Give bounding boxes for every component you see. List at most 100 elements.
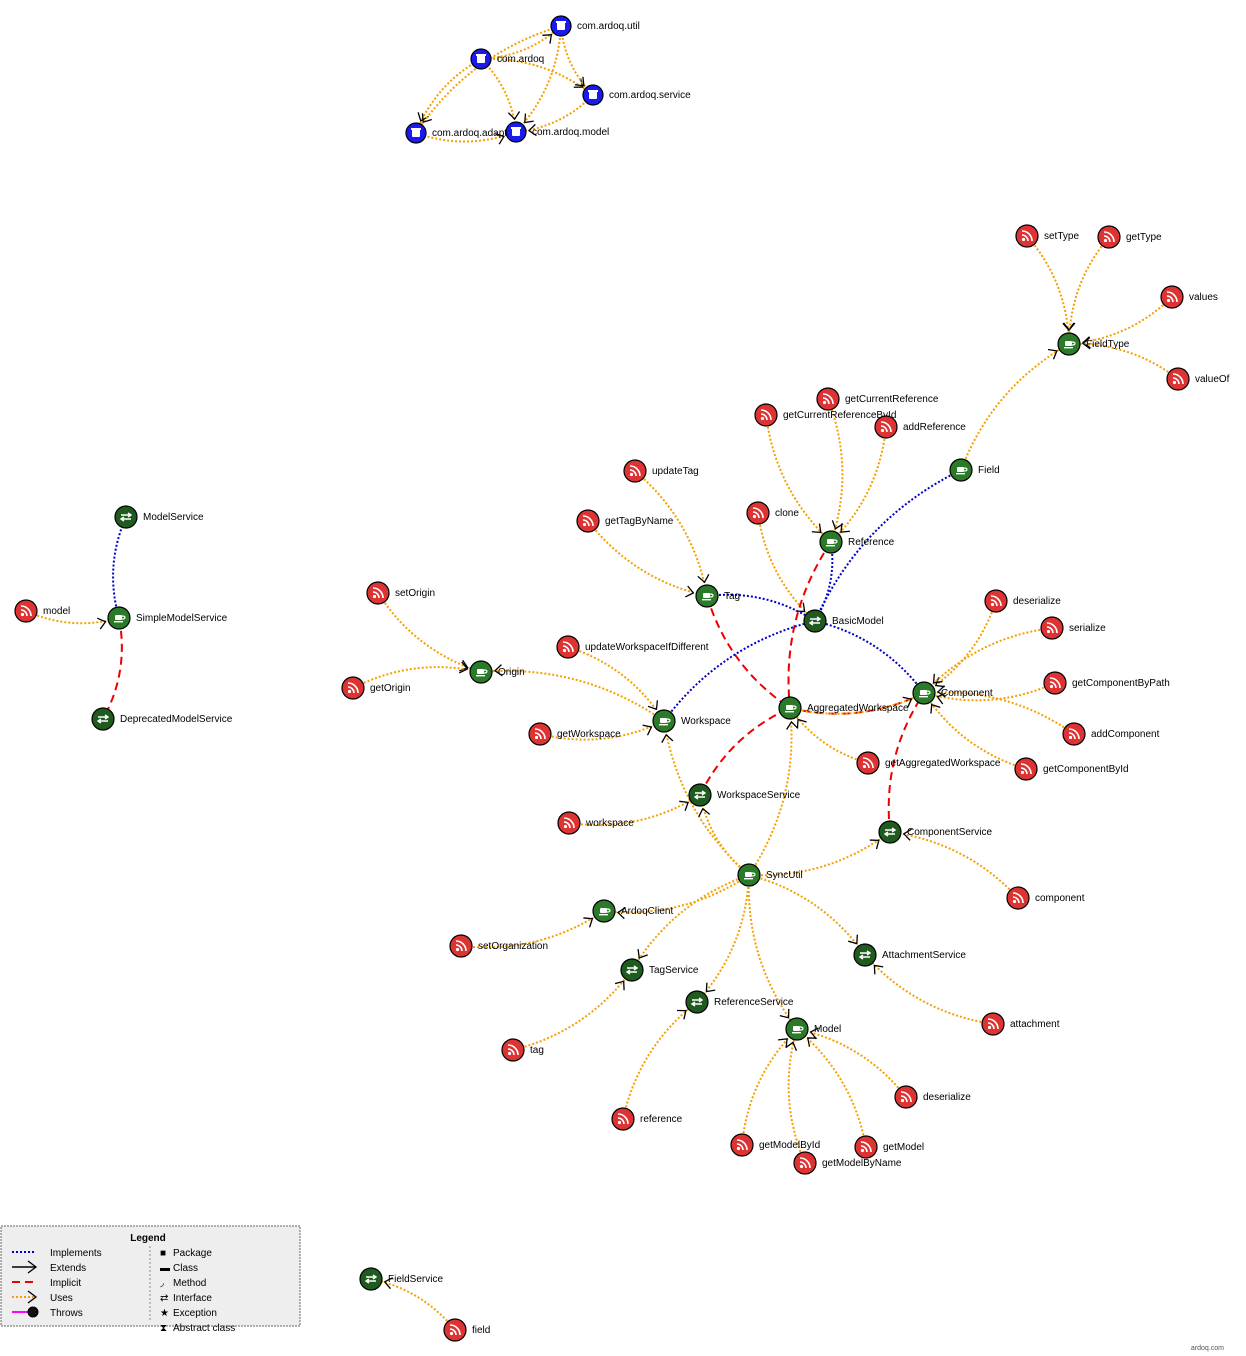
- legend-edge-extends: Extends: [12, 1260, 86, 1274]
- node-interface-TagService[interactable]: TagService: [620, 958, 699, 982]
- node-interface-BasicModel[interactable]: BasicModel: [803, 609, 884, 633]
- node-interface-FieldService[interactable]: FieldService: [359, 1267, 443, 1291]
- node-method-getModelByName[interactable]: getModelByName: [793, 1151, 902, 1175]
- node-package-com.ardoq.model[interactable]: com.ardoq.model: [505, 121, 609, 143]
- node-package-com.ardoq[interactable]: com.ardoq: [470, 48, 544, 70]
- edge-uses-setOrganization-to-ArdoqClient: [460, 910, 605, 949]
- arrowhead: [573, 78, 584, 88]
- node-label: getModelByName: [822, 1158, 902, 1169]
- node-class-AggregatedWorkspace[interactable]: AggregatedWorkspace: [778, 696, 909, 720]
- legend-title: Legend: [130, 1233, 166, 1244]
- node-method-valueOf[interactable]: valueOf: [1166, 367, 1230, 391]
- node-method-deserialize1[interactable]: deserialize: [984, 589, 1061, 613]
- node-method-setOrganization[interactable]: setOrganization: [449, 934, 548, 958]
- node-method-setOrigin[interactable]: setOrigin: [366, 581, 435, 605]
- method-icon: [760, 409, 772, 421]
- edge-implements-Tag-to-BasicModel: [706, 593, 816, 622]
- arrowhead: [934, 676, 945, 688]
- node-method-getModelById[interactable]: getModelById: [730, 1133, 820, 1157]
- node-method-getWorkspace[interactable]: getWorkspace: [528, 722, 621, 746]
- node-class-Component[interactable]: Component: [912, 681, 993, 705]
- arrowhead: [417, 112, 429, 122]
- node-method-updateTag[interactable]: updateTag: [623, 459, 699, 483]
- node-method-getCurrentReferenceById[interactable]: getCurrentReferenceById: [754, 403, 896, 427]
- interface-icon: [883, 827, 897, 837]
- node-method-getModel[interactable]: getModel: [854, 1135, 924, 1159]
- node-label: com.ardoq: [497, 54, 544, 65]
- node-method-getAggregatedWorkspace[interactable]: getAggregatedWorkspace: [856, 751, 1001, 775]
- edge-uses-clone-to-BasicModel: [757, 512, 816, 622]
- edge-layer: [25, 25, 1179, 1331]
- node-method-getTagByName[interactable]: getTagByName: [576, 509, 674, 533]
- edge-uses-getModelById-to-Model: [741, 1028, 798, 1146]
- node-class-Model[interactable]: Model: [785, 1017, 841, 1041]
- node-class-FieldType[interactable]: FieldType: [1057, 332, 1130, 356]
- node-method-workspace[interactable]: workspace: [557, 811, 634, 835]
- node-class-Workspace[interactable]: Workspace: [652, 709, 731, 733]
- node-label: Component: [941, 688, 993, 699]
- node-method-model[interactable]: model: [14, 599, 70, 623]
- node-class-Origin[interactable]: Origin: [469, 660, 525, 684]
- node-interface-ModelService[interactable]: ModelService: [114, 505, 204, 529]
- exception-icon: ★: [160, 1308, 169, 1319]
- node-class-SimpleModelService[interactable]: SimpleModelService: [107, 606, 228, 630]
- method-icon: [347, 682, 359, 694]
- node-interface-AttachmentService[interactable]: AttachmentService: [853, 943, 966, 967]
- node-method-reference[interactable]: reference: [611, 1107, 683, 1131]
- node-method-getComponentByPath[interactable]: getComponentByPath: [1043, 671, 1170, 695]
- arrowhead: [507, 111, 521, 121]
- node-method-serialize[interactable]: serialize: [1040, 616, 1106, 640]
- class-icon: [1064, 341, 1076, 349]
- node-label: deserialize: [923, 1092, 971, 1103]
- method-icon: [736, 1139, 748, 1151]
- watermark: ardoq.com: [1191, 1345, 1224, 1352]
- method-icon: [990, 595, 1002, 607]
- node-package-com.ardoq.util[interactable]: com.ardoq.util: [550, 15, 640, 37]
- node-method-getType[interactable]: getType: [1097, 225, 1162, 249]
- node-package-com.ardoq.service[interactable]: com.ardoq.service: [582, 84, 691, 106]
- legend-edge-implements: Implements: [12, 1248, 102, 1259]
- class-icon: [476, 669, 488, 677]
- node-interface-ReferenceService[interactable]: ReferenceService: [685, 990, 794, 1014]
- node-method-getOrigin[interactable]: getOrigin: [341, 676, 411, 700]
- edge-uses-SyncUtil-to-AttachmentService: [748, 874, 866, 956]
- edge-uses-addReference-to-Reference: [830, 426, 887, 543]
- node-method-clone[interactable]: clone: [746, 501, 799, 525]
- node-method-field[interactable]: field: [443, 1318, 490, 1342]
- node-method-setType[interactable]: setType: [1015, 224, 1079, 248]
- method-icon: [799, 1157, 811, 1169]
- node-label: ComponentService: [907, 827, 992, 838]
- legend-label: Method: [173, 1278, 206, 1289]
- node-method-addReference[interactable]: addReference: [874, 415, 966, 439]
- node-class-Field[interactable]: Field: [949, 458, 1000, 482]
- arrowhead: [795, 602, 806, 613]
- edge-uses-SyncUtil-to-AggregatedWorkspace: [748, 707, 793, 876]
- arrowhead: [661, 733, 674, 743]
- node-class-Reference[interactable]: Reference: [819, 530, 895, 554]
- node-method-tag[interactable]: tag: [501, 1038, 544, 1062]
- node-method-deserialize2[interactable]: deserialize: [894, 1085, 971, 1109]
- arrowhead: [811, 523, 822, 534]
- node-class-ArdoqClient[interactable]: ArdoqClient: [592, 899, 673, 923]
- node-class-Tag[interactable]: Tag: [695, 584, 740, 608]
- node-method-getComponentById[interactable]: getComponentById: [1014, 757, 1129, 781]
- node-method-getCurrentReference[interactable]: getCurrentReference: [816, 387, 939, 411]
- node-interface-DeprecatedModelService[interactable]: DeprecatedModelService: [91, 707, 233, 731]
- method-icon: [372, 587, 384, 599]
- legend-node-exception: ★Exception: [160, 1308, 217, 1319]
- node-class-SyncUtil[interactable]: SyncUtil: [737, 863, 803, 887]
- node-package-com.ardoq.adapt[interactable]: com.ardoq.adapt: [405, 122, 507, 144]
- node-interface-ComponentService[interactable]: ComponentService: [878, 820, 992, 844]
- edge-implicit-ComponentService-to-Component: [887, 692, 925, 833]
- node-method-values[interactable]: values: [1160, 285, 1218, 309]
- node-method-addComponent[interactable]: addComponent: [1062, 722, 1160, 746]
- legend-node-abstract-class: ⧗Abstract class: [160, 1323, 235, 1334]
- node-method-component[interactable]: component: [1006, 886, 1085, 910]
- node-label: setOrganization: [478, 941, 548, 952]
- node-label: setOrigin: [395, 588, 435, 599]
- node-interface-WorkspaceService[interactable]: WorkspaceService: [688, 783, 801, 807]
- node-method-updateWorkspaceIfDifferent[interactable]: updateWorkspaceIfDifferent: [556, 635, 709, 659]
- node-method-attachment[interactable]: attachment: [981, 1012, 1060, 1036]
- legend-node-interface: ⇄Interface: [160, 1293, 212, 1304]
- method-icon: [860, 1141, 872, 1153]
